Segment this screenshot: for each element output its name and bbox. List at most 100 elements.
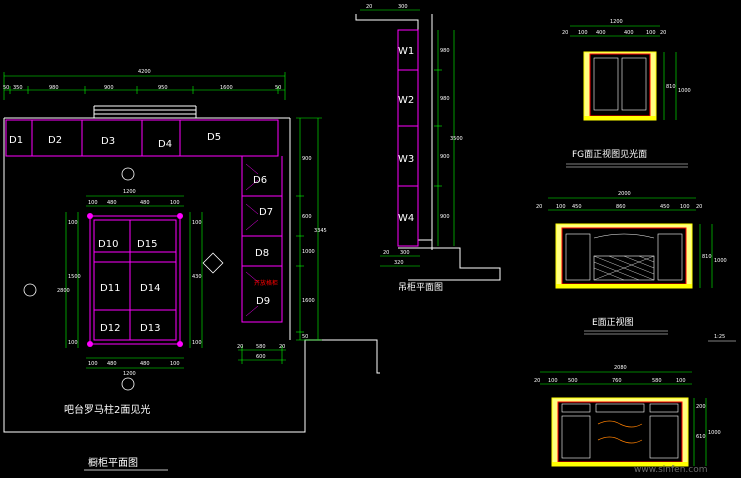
e-width: 2000 (618, 191, 631, 197)
plan-bottom-dim-3: 20 (279, 344, 285, 350)
e-height-2: 1000 (714, 258, 727, 264)
plan-top-dim-7: 50 (275, 85, 281, 91)
plan-right-dimensions (296, 117, 322, 341)
island-top-dim-4: 100 (170, 200, 180, 206)
plan-walls (3, 105, 380, 433)
wall-bottom-dim-2: 300 (400, 250, 410, 256)
fg-dim-5: 100 (646, 30, 656, 36)
wall-bottom-dim-1: 20 (383, 250, 389, 256)
unit-label-d7: D7 (259, 207, 273, 218)
h-dim-2: 100 (548, 378, 558, 384)
wall-unit-w4: W4 (398, 213, 414, 224)
unit-label-d3: D3 (101, 136, 115, 147)
h-dim-5: 580 (652, 378, 662, 384)
fg-title: FG面正视图见光面 (572, 148, 647, 160)
unit-label-d15: D15 (137, 239, 157, 250)
e-dimensions (548, 197, 713, 288)
e-height-1: 810 (702, 254, 712, 260)
plan-right-dim-2: 600 (302, 214, 312, 220)
plan-total-width: 4200 (138, 69, 151, 75)
island-left-dim-1: 100 (68, 220, 78, 226)
unit-label-d2: D2 (48, 135, 62, 146)
unit-label-d9: D9 (256, 296, 270, 307)
plan-right-dim-5: 50 (302, 334, 308, 340)
island-cabinet (89, 215, 181, 345)
wall-bottom-total: 320 (394, 260, 404, 266)
unit-label-d1: D1 (9, 135, 23, 146)
plan-top-dimensions (3, 72, 286, 100)
e-dim-5: 450 (660, 204, 670, 210)
fg-elevation (583, 51, 657, 121)
wall-cab-dimensions (360, 9, 455, 267)
island-left-dim-3: 100 (68, 340, 78, 346)
unit-label-d5: D5 (207, 132, 221, 143)
unit-label-d14: D14 (140, 283, 160, 294)
h-height-3: 1000 (708, 430, 721, 436)
wall-side-dim-2: 980 (440, 96, 450, 102)
fg-dimensions (570, 25, 677, 120)
wall-unit-w2: W2 (398, 95, 414, 106)
fg-dim-6: 20 (660, 30, 666, 36)
island-bottom-dim-1: 100 (88, 361, 98, 367)
wall-side-dim-1: 980 (440, 48, 450, 54)
e-elevation (555, 223, 693, 289)
fg-width: 1200 (610, 19, 623, 25)
unit-label-d4: D4 (158, 139, 172, 150)
e-title: E面正视图 (592, 316, 634, 328)
plan-title: 橱柜平面图 (88, 456, 138, 469)
plan-right-dim-1: 900 (302, 156, 312, 162)
h-height-2: 610 (696, 434, 706, 440)
wall-side-dim-3: 900 (440, 154, 450, 160)
wall-cab-title: 吊柜平面图 (398, 281, 443, 293)
h-dim-4: 760 (612, 378, 622, 384)
plan-top-dim-6: 1600 (220, 85, 233, 91)
island-caption: 吧台罗马柱2面见光 (64, 403, 150, 416)
wall-unit-w3: W3 (398, 154, 414, 165)
h-dim-6: 100 (676, 378, 686, 384)
plan-bottom-dim-1: 20 (237, 344, 243, 350)
island-dimensions (65, 195, 203, 369)
island-right-dim-2: 430 (192, 274, 202, 280)
plan-top-dim-4: 900 (104, 85, 114, 91)
h-height-1: 200 (696, 404, 706, 410)
wall-side-total: 3500 (450, 136, 463, 142)
e-dim-3: 450 (572, 204, 582, 210)
plan-right-dim-4: 1600 (302, 298, 315, 304)
unit-label-d6: D6 (253, 175, 267, 186)
fg-dim-2: 100 (578, 30, 588, 36)
view-markers (23, 167, 224, 391)
island-left-dim-2: 1500 (68, 274, 81, 280)
island-top-dim-3: 480 (140, 200, 150, 206)
plan-top-dim-3: 980 (49, 85, 59, 91)
wall-side-dim-4: 900 (440, 214, 450, 220)
h-dim-1: 20 (534, 378, 540, 384)
unit-label-d11: D11 (100, 283, 120, 294)
island-left-total: 2800 (57, 288, 70, 294)
plan-right-dim-3: 1000 (302, 249, 315, 255)
fg-height-2: 1000 (678, 88, 691, 94)
h-dim-3: 500 (568, 378, 578, 384)
e-dim-7: 20 (696, 204, 702, 210)
island-bottom-dim-4: 100 (170, 361, 180, 367)
island-top-dim-1: 100 (88, 200, 98, 206)
wall-unit-w1: W1 (398, 46, 414, 57)
wall-cab-walls (355, 14, 501, 281)
island-top-dim-2: 480 (107, 200, 117, 206)
island-right-dim-3: 100 (192, 340, 202, 346)
watermark: www.sinfen.com (634, 465, 708, 475)
scale-mark: 1:25 (714, 334, 725, 340)
unit-label-d12: D12 (100, 323, 120, 334)
open-shelf-note: 开放格柜 (254, 279, 278, 287)
e-dim-2: 100 (556, 204, 566, 210)
h-dimensions (540, 371, 707, 466)
unit-label-d10: D10 (98, 239, 118, 250)
wall-cab-units (397, 29, 419, 247)
island-bottom-dim-2: 480 (107, 361, 117, 367)
plan-bottom-right-dimensions (238, 346, 286, 364)
e-dim-1: 20 (536, 204, 542, 210)
e-dim-4: 860 (616, 204, 626, 210)
wall-top-dim-2: 300 (398, 4, 408, 10)
fg-height-1: 810 (666, 84, 676, 90)
island-top-total: 1200 (123, 189, 136, 195)
